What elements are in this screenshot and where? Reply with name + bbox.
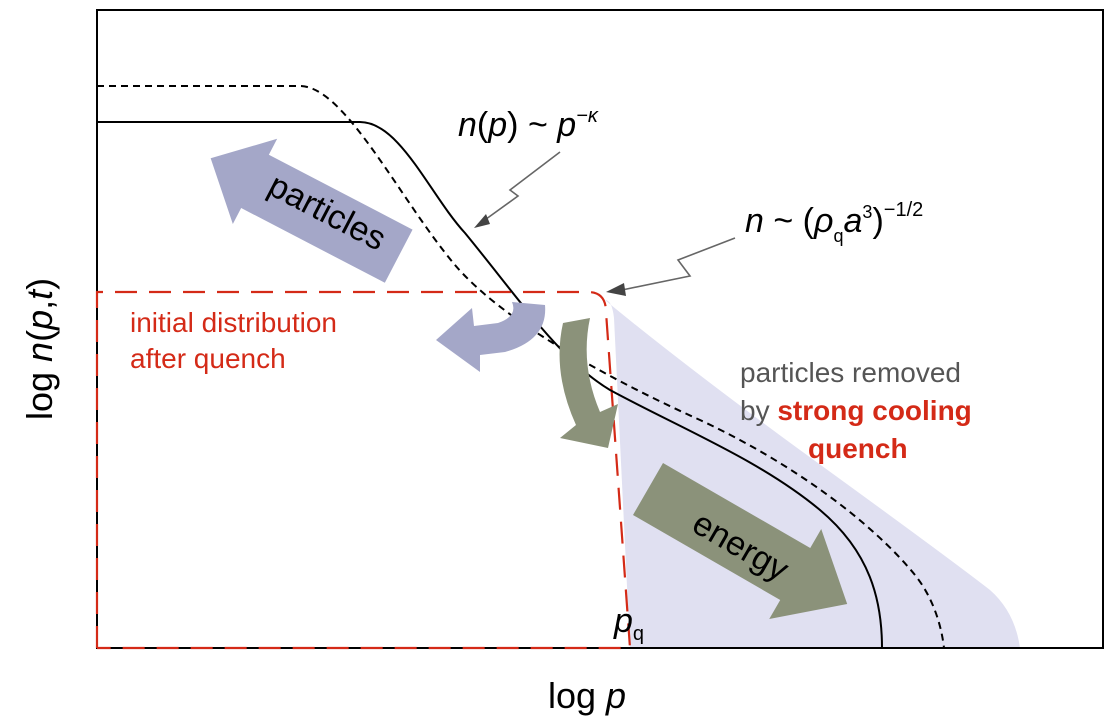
power-law-label: n(p) ~ p−κ — [458, 105, 599, 144]
energy-arrow — [633, 463, 848, 620]
removed-particles-region — [605, 300, 1020, 648]
removed-label-line3: quench — [808, 433, 908, 464]
initial-distribution-curve — [95, 290, 632, 650]
cutoff-label: n ~ (ρqa3)−1/2 — [745, 199, 923, 246]
particles-arrow — [210, 138, 413, 283]
cutoff-leader-head — [606, 283, 626, 296]
dashed-distribution-curve — [97, 85, 945, 649]
power-law-leader-head — [474, 214, 490, 228]
x-axis-label: log p — [548, 675, 626, 716]
initial-distribution-label-line1: initial distribution — [130, 307, 337, 338]
removed-label-line2: by strong cooling — [740, 395, 972, 426]
curved-particles-arrow — [436, 302, 546, 372]
curved-energy-arrow — [559, 318, 618, 448]
power-law-leader — [481, 151, 561, 223]
initial-distribution-label-line2: after quench — [130, 343, 286, 374]
solid-distribution-curve — [97, 121, 883, 649]
y-axis-label: log n(p,t) — [19, 278, 60, 420]
removed-label-line1: particles removed — [740, 357, 961, 388]
pq-label: pq — [613, 602, 644, 645]
cutoff-leader — [621, 237, 736, 291]
